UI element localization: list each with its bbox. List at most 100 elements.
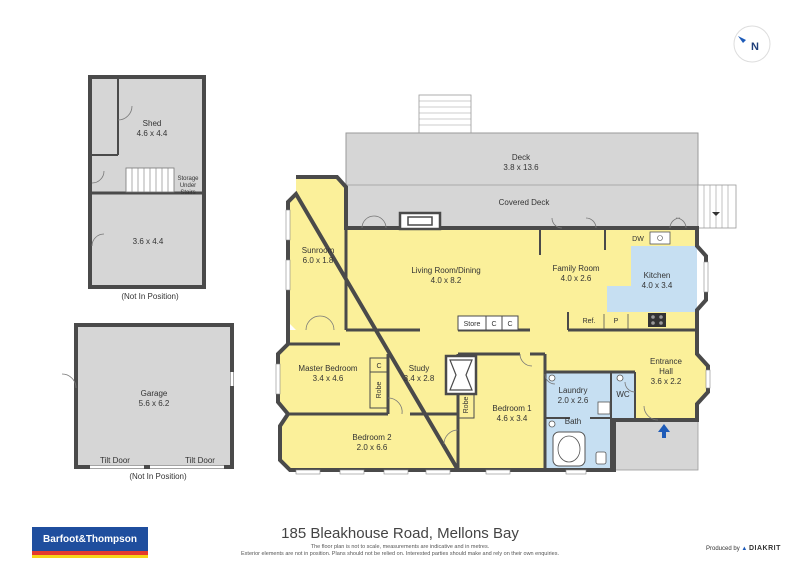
not-in-position-note: (Not In Position) [129,472,187,481]
sunroom-fill [288,177,346,330]
door-swing [387,397,403,415]
sunroom-size: 6.0 x 1.8 [303,256,334,265]
shed-building: Shed 4.6 x 4.4 Storage Under Stairs 3.6 … [88,75,206,289]
bath-name: Bath [565,417,581,426]
door-swing [551,217,563,229]
door-swing [675,217,687,229]
living-name: Living Room/Dining [411,266,480,275]
family-size: 4.0 x 2.6 [561,274,592,283]
door-swing [91,233,105,247]
producer-credit: Produced by ▲ DIAKRIT [706,545,781,552]
robe-bed1-label: Robe [463,397,470,414]
toilet-icon [595,451,607,465]
storage-label-2: Under [180,183,196,189]
house-walls [276,175,710,472]
produced-by-label: Produced by [706,546,740,552]
door-swing [544,373,556,385]
disclaimer-line-1: The floor plan is not to scale, measurem… [310,544,490,550]
door-swing [91,170,105,184]
door-swing [361,215,375,229]
covered-deck-name: Covered Deck [499,198,551,207]
deck-size: 3.8 x 13.6 [503,163,539,172]
door-swings [305,215,687,445]
living-size: 4.0 x 8.2 [431,276,462,285]
entry-porch [613,419,699,471]
storage-label-3: Stairs [180,190,195,196]
door-swing [519,353,533,367]
cooktop-icon [648,313,666,327]
door-swing [585,217,597,229]
dishwasher-label: DW [632,236,644,243]
producer-logo-icon: ▲ [741,546,748,552]
master-cupboard-label: C [376,363,381,370]
windows [275,209,711,475]
side-steps [697,184,737,229]
kitchen-size: 4.0 x 3.4 [642,281,673,290]
compass-ring [733,25,771,63]
shed-door-swing [117,105,133,121]
laundry-tub-icon [597,401,611,415]
entrance-size: 3.6 x 2.2 [651,377,682,386]
door-swing [373,215,387,229]
property-address: 185 Bleakhouse Road, Mellons Bay [281,525,519,542]
stairs [125,167,175,193]
brand-stripe-red [32,551,148,555]
not-in-position-note: (Not In Position) [121,292,179,301]
sink-icon [649,231,671,245]
living-family-fill [346,228,608,330]
bedroom2-size: 2.0 x 6.6 [357,443,388,452]
tilt-door-left-label: Tilt Door [100,456,130,465]
garage-building: Garage 5.6 x 6.2 Tilt Door Tilt Door [61,323,234,469]
garage-name: Garage [141,389,168,398]
kitchen-name: Kitchen [644,271,671,280]
garage-door-swing [61,373,77,389]
family-name: Family Room [552,264,599,273]
wc-name: WC [616,390,630,399]
cupboard-label-1: C [491,321,496,328]
door-swing [443,429,459,445]
wc-basin-icon [616,374,624,382]
garage-outline [74,323,234,469]
north-arrow-icon [738,36,746,43]
bathroom-fixtures [548,374,624,467]
master-size: 3.4 x 4.6 [313,374,344,383]
store-cupboards [457,315,519,331]
kitchen-bench-fill [607,246,697,312]
robe-master-label: Robe [376,382,383,399]
laundry-size: 2.0 x 2.6 [558,396,589,405]
study-size: 3.4 x 2.8 [404,374,435,383]
garage-size: 5.6 x 6.2 [139,399,170,408]
fixture-labels: DW Store C C C Ref. P Robe Robe [376,236,644,413]
entrance-name: Entrance [650,357,683,366]
entry-arrow-icon [658,424,670,438]
house-rooms [278,177,708,471]
store-label: Store [464,321,481,328]
deck-area: Deck 3.8 x 13.6 Covered Deck [345,94,737,229]
laundry-name: Laundry [559,386,588,395]
shed-name: Shed [143,119,162,128]
bedroom2-name: Bedroom 2 [352,433,392,442]
deck-steps [418,94,472,134]
compass-label: N [751,41,759,53]
door-swing [319,315,335,331]
fridge-label: Ref. [583,318,596,325]
bedroom1-name: Bedroom 1 [492,404,532,413]
room-labels: Sunroom 6.0 x 1.8 Living Room/Dining 4.0… [298,246,682,452]
brand-name: Barfoot&Thompson [43,533,137,545]
storage-label-1: Storage [177,176,199,182]
entrance-name-2: Hall [659,367,673,376]
deck-name: Deck [512,153,531,162]
door-swing [643,405,659,421]
shed-size: 4.6 x 4.4 [137,129,168,138]
brand-stripe-yellow [32,555,148,558]
producer-name: DIAKRIT [749,545,781,552]
cupboard-master [369,357,389,373]
lower-room-size: 3.6 x 4.4 [133,237,164,246]
bedroom2-fill [280,414,458,470]
disclaimer-line-2: Exterior elements are not in position. P… [241,551,559,557]
step-arrow-icon [712,212,720,216]
bedroom1-size: 4.6 x 3.4 [497,414,528,423]
bath-basin-icon [548,420,556,428]
door-swing [305,315,321,331]
